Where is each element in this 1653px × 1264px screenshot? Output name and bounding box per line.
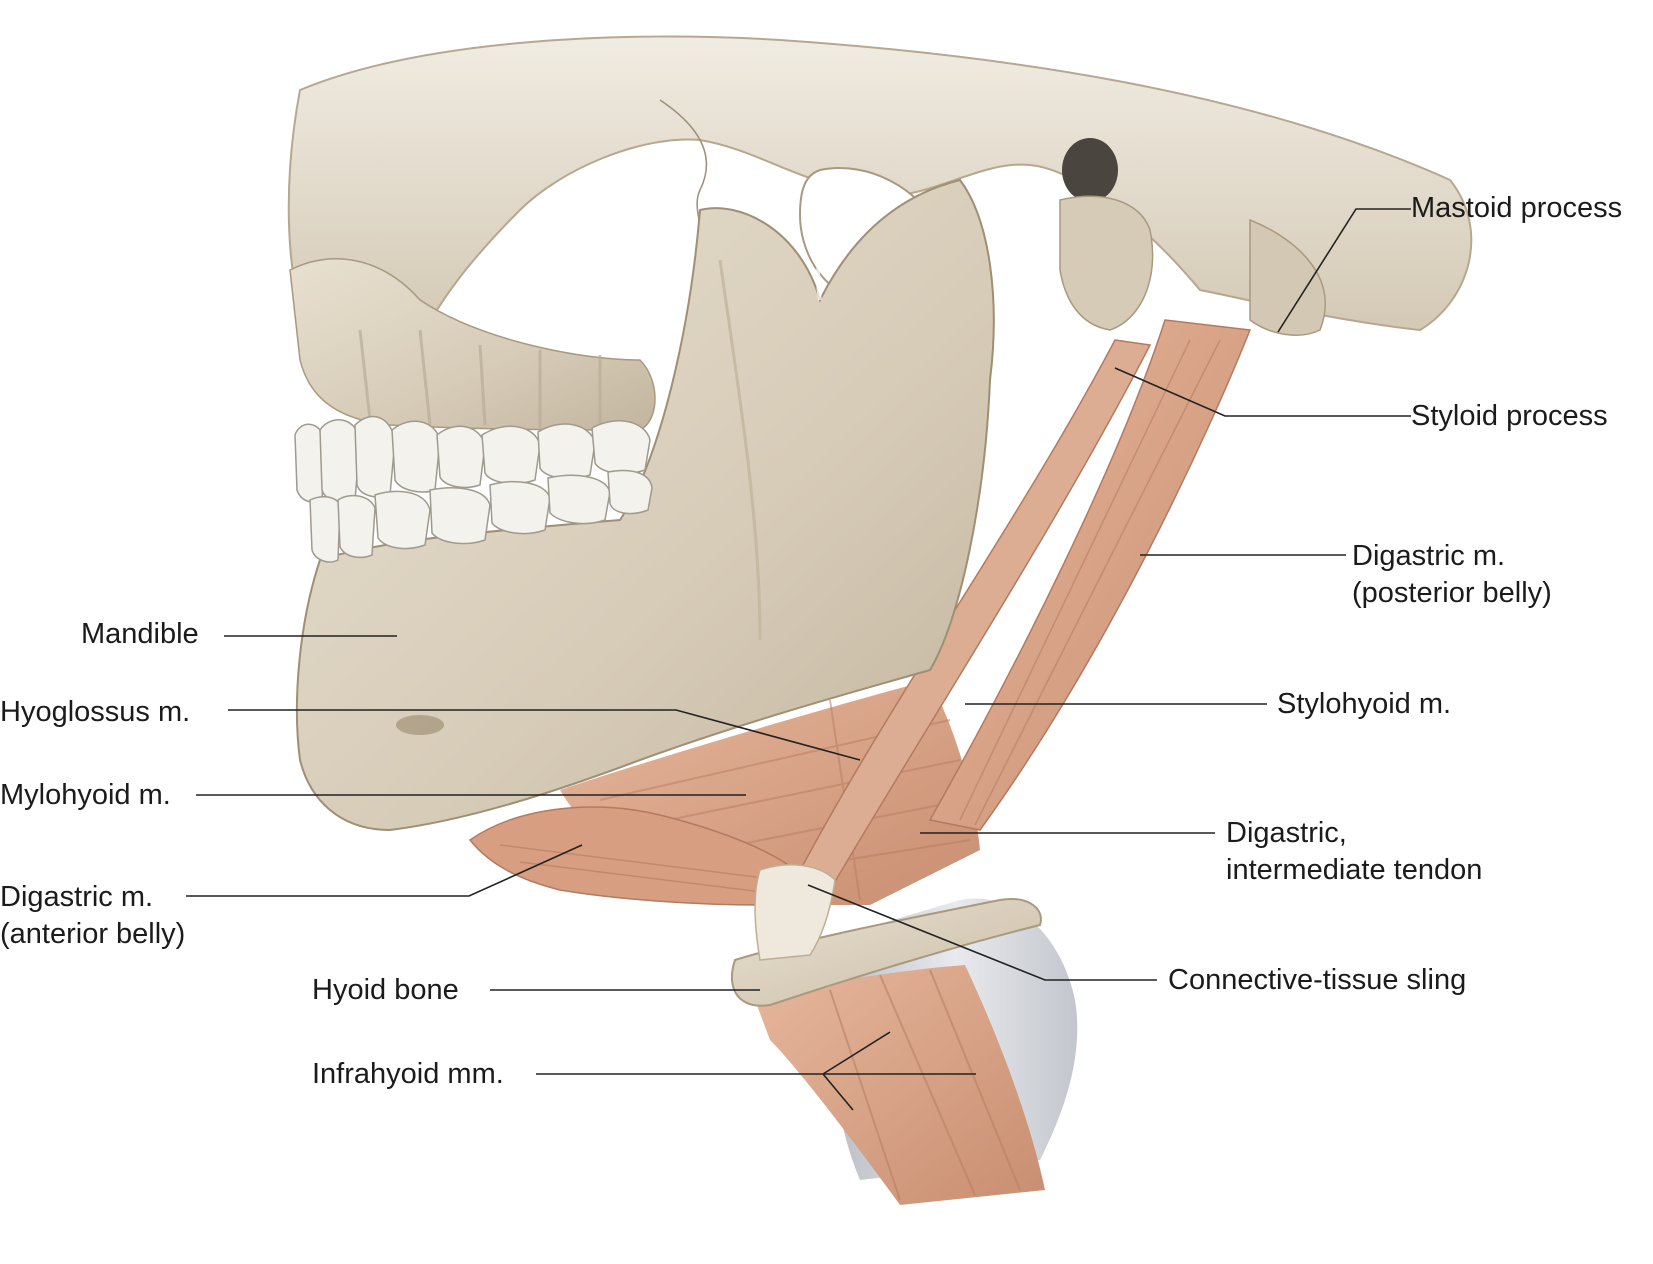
label-digastric-tendon-line2: intermediate tendon: [1226, 854, 1483, 886]
label-digastric-anterior: Digastric m. (anterior belly): [0, 879, 185, 953]
label-digastric-posterior: Digastric m. (posterior belly): [1352, 538, 1552, 612]
leader-hyoglossus: [228, 709, 861, 761]
posterior-muscles-shape: [793, 319, 1252, 891]
leader-lines: [186, 208, 1411, 1111]
label-digastric-posterior-line2: (posterior belly): [1352, 577, 1552, 609]
label-connective-sling: Connective-tissue sling: [1168, 964, 1467, 996]
leader-mastoid: [1277, 208, 1411, 333]
label-hyoglossus: Hyoglossus m.: [0, 696, 191, 728]
leader-infrahyoid: [536, 1031, 976, 1111]
label-digastric-anterior-line1: Digastric m.: [0, 881, 154, 913]
leader-styloid: [1114, 367, 1411, 417]
label-mylohyoid: Mylohyoid m.: [0, 779, 171, 811]
hyoid-bone-shape: [730, 898, 1042, 1007]
leader-connective-sling: [807, 884, 1157, 981]
label-digastric-anterior-line2: (anterior belly): [0, 918, 186, 950]
label-mandible: Mandible: [81, 618, 199, 650]
maxilla-shape: [289, 258, 656, 431]
label-stylohyoid: Stylohyoid m.: [1277, 688, 1452, 720]
label-digastric-posterior-line1: Digastric m.: [1352, 540, 1506, 572]
upper-teeth-shape: [294, 415, 651, 503]
leader-digastric-anterior: [186, 844, 583, 897]
label-styloid-process: Styloid process: [1411, 400, 1608, 432]
label-digastric-tendon-line1: Digastric,: [1226, 817, 1347, 849]
label-digastric-tendon: Digastric, intermediate tendon: [1226, 815, 1482, 889]
label-infrahyoid: Infrahyoid mm.: [312, 1058, 504, 1090]
label-mastoid-process: Mastoid process: [1411, 192, 1623, 224]
infrahyoid-muscles-shape: [755, 965, 1045, 1205]
label-hyoid-bone: Hyoid bone: [312, 974, 459, 1006]
lower-teeth-shape: [309, 469, 653, 563]
